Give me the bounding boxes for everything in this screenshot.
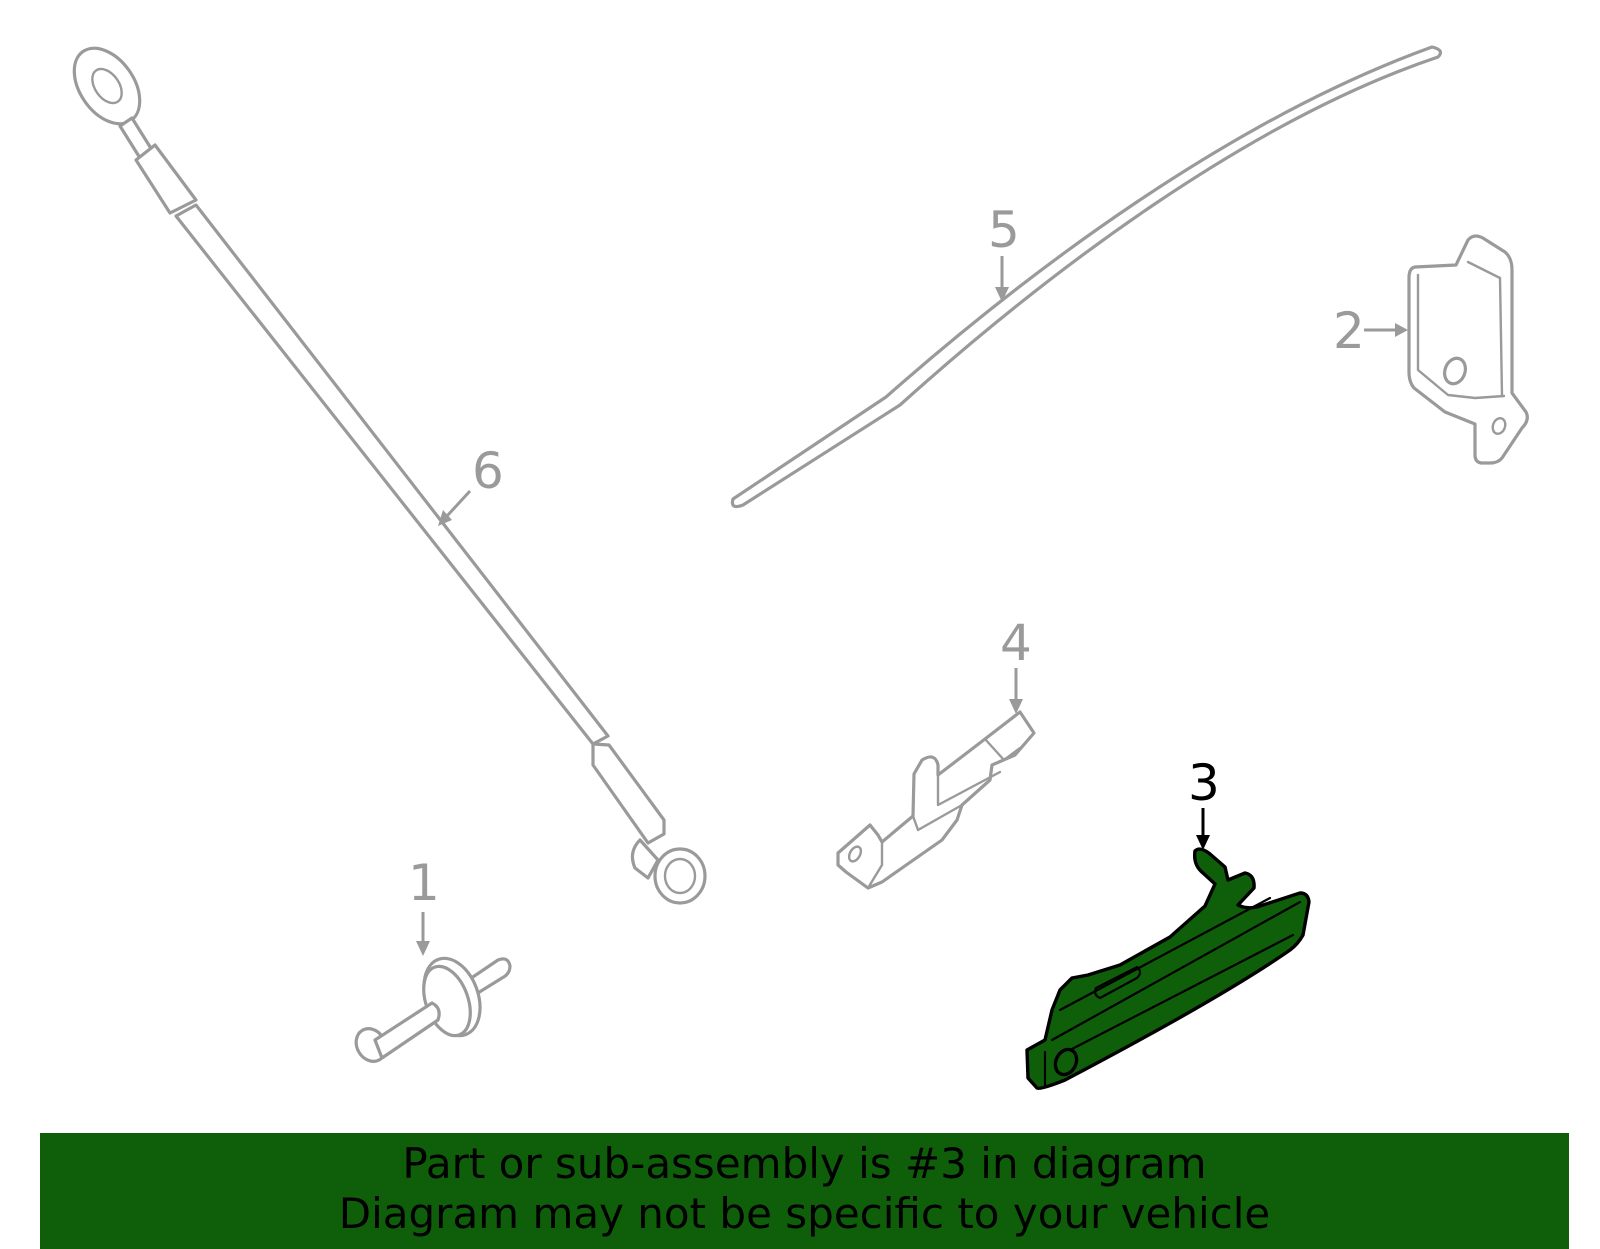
callout-label-2: 2 [1333, 302, 1365, 360]
callout-arrowhead-4 [1009, 699, 1023, 714]
part-1-clip[interactable] [350, 951, 512, 1067]
callout-label-5: 5 [988, 201, 1020, 259]
part-2-bracket[interactable] [1407, 234, 1529, 465]
callout-arrowhead-1 [416, 941, 430, 956]
banner-line-disclaimer: Diagram may not be specific to your vehi… [338, 1189, 1271, 1238]
callout-label-4: 4 [1000, 614, 1032, 672]
info-banner: Part or sub-assembly is #3 in diagram Di… [40, 1133, 1569, 1249]
callout-label-6: 6 [472, 442, 504, 500]
callout-arrowhead-5 [995, 287, 1009, 302]
callout-arrowhead-3 [1196, 835, 1210, 850]
part-4-latch[interactable] [836, 710, 1036, 890]
callout-label-3: 3 [1188, 754, 1220, 812]
part-3-side-marker[interactable] [1025, 847, 1311, 1091]
callout-arrowhead-6 [438, 510, 452, 526]
banner-line-part: Part or sub-assembly is #3 in diagram [402, 1139, 1207, 1188]
callout-arrowhead-2 [1395, 323, 1408, 337]
callout-label-1: 1 [408, 854, 440, 912]
part-6-rod[interactable] [61, 36, 707, 905]
part-5-strip[interactable] [730, 45, 1443, 509]
callout-arrow-6 [445, 489, 472, 518]
